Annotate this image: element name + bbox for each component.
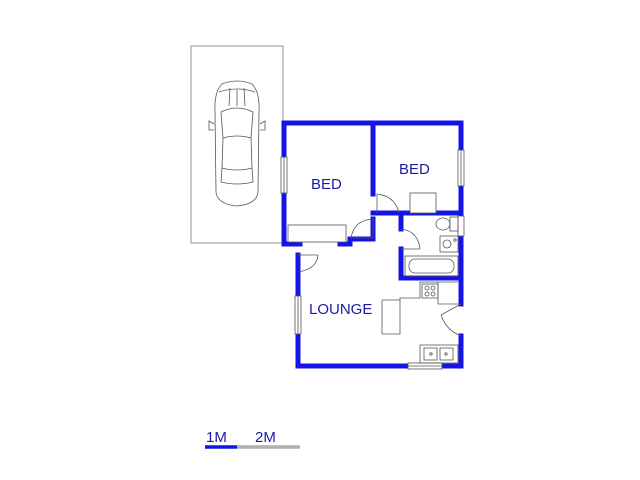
window-icon (294, 295, 302, 335)
room-label-bed-left: BED (311, 176, 342, 193)
room-label-bed-right: BED (399, 161, 430, 178)
wardrobe-shelf (409, 192, 437, 214)
window-icon (457, 149, 465, 187)
window-icon (407, 362, 443, 370)
car-icon (208, 80, 266, 207)
window-icon (280, 156, 288, 194)
door-swing-icon (297, 193, 462, 337)
stove-icon (421, 283, 439, 299)
scale-bar: 1M 2M (205, 429, 300, 449)
window-icon (457, 215, 465, 237)
scale-label-2m: 2M (255, 429, 276, 446)
toilet-icon (435, 216, 459, 232)
scale-label-1m: 1M (206, 429, 227, 446)
carport-outline (190, 45, 284, 244)
built-in-cupboard (287, 224, 347, 243)
bathtub-icon (404, 255, 459, 277)
basin-icon (439, 235, 459, 253)
walls (281, 120, 464, 369)
room-label-lounge: LOUNGE (309, 301, 372, 318)
sink-icon (419, 344, 459, 364)
